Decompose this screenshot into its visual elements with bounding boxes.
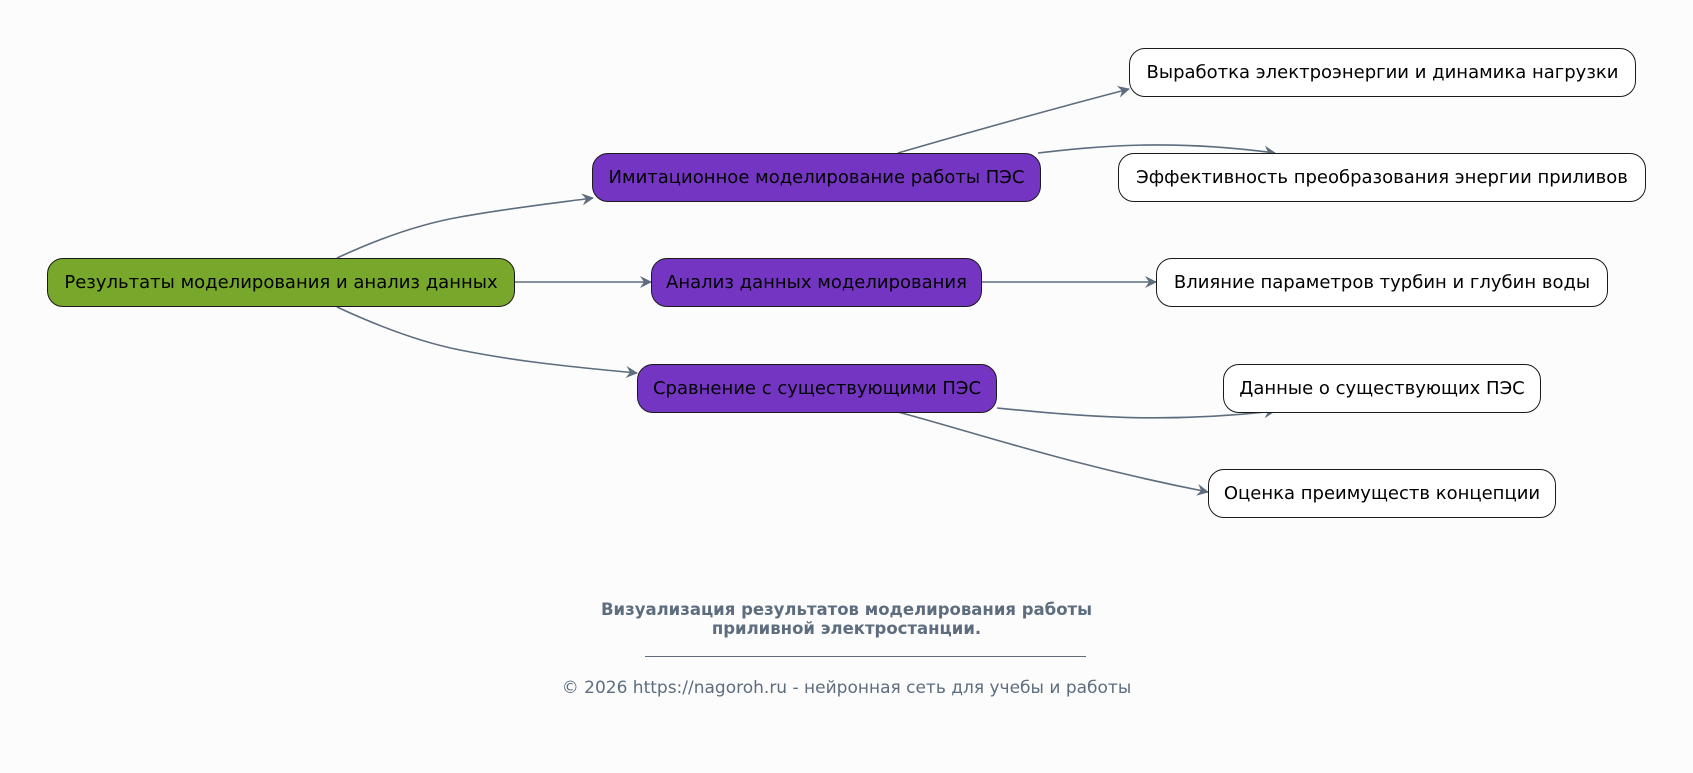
diagram-caption: Визуализация результатов моделирования р… bbox=[0, 600, 1693, 638]
caption-line-1: Визуализация результатов моделирования р… bbox=[600, 600, 1093, 619]
node-data-analysis-label: Анализ данных моделирования bbox=[666, 272, 967, 293]
edge-comparison-to-advantages bbox=[897, 411, 1209, 496]
node-root[interactable]: Результаты моделирования и анализ данных bbox=[47, 258, 515, 307]
node-generation-load-label: Выработка электроэнергии и динамика нагр… bbox=[1146, 62, 1619, 83]
caption-line-2: приливной электростанции. bbox=[711, 619, 982, 638]
node-root-label: Результаты моделирования и анализ данных bbox=[64, 272, 498, 293]
copyright-text: © 2026 https://nagoroh.ru - нейронная се… bbox=[561, 678, 1132, 698]
node-comparison-label: Сравнение с существующими ПЭС bbox=[652, 378, 982, 399]
node-concept-advantages-label: Оценка преимуществ концепции bbox=[1223, 483, 1541, 504]
node-existing-tpp[interactable]: Данные о существующих ПЭС bbox=[1223, 364, 1541, 413]
node-simulation-label: Имитационное моделирование работы ПЭС bbox=[608, 167, 1025, 188]
edge-root-to-comparison bbox=[336, 306, 638, 378]
edge-comparison-to-existing bbox=[996, 406, 1276, 419]
node-existing-tpp-label: Данные о существующих ПЭС bbox=[1239, 378, 1525, 399]
node-comparison[interactable]: Сравнение с существующими ПЭС bbox=[637, 364, 997, 413]
node-conversion-efficiency[interactable]: Эффективность преобразования энергии при… bbox=[1118, 153, 1646, 202]
edge-simulation-to-generation bbox=[897, 85, 1130, 154]
footer-divider bbox=[645, 656, 1086, 657]
edge-simulation-to-efficiency bbox=[1037, 144, 1276, 158]
node-conversion-efficiency-label: Эффективность преобразования энергии при… bbox=[1136, 167, 1628, 188]
edge-root-to-simulation bbox=[336, 193, 594, 259]
node-simulation[interactable]: Имитационное моделирование работы ПЭС bbox=[592, 153, 1041, 202]
node-turbine-depth-label: Влияние параметров турбин и глубин воды bbox=[1173, 272, 1591, 293]
node-data-analysis[interactable]: Анализ данных моделирования bbox=[651, 258, 982, 307]
node-concept-advantages[interactable]: Оценка преимуществ концепции bbox=[1208, 469, 1556, 518]
node-generation-load[interactable]: Выработка электроэнергии и динамика нагр… bbox=[1129, 48, 1636, 97]
node-turbine-depth[interactable]: Влияние параметров турбин и глубин воды bbox=[1156, 258, 1608, 307]
